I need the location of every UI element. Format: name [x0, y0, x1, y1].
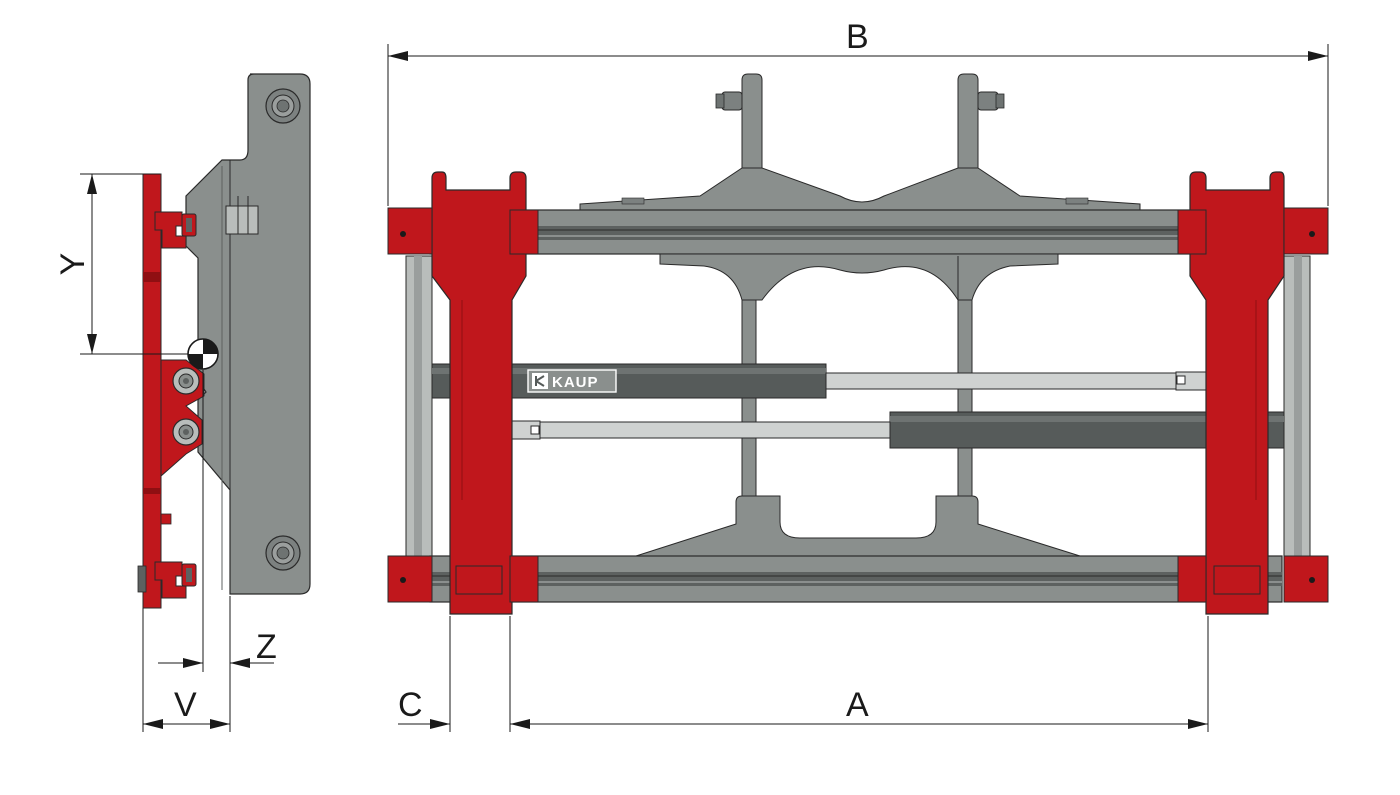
dim-label-c: C: [398, 686, 423, 724]
front-right-fork-carrier: [1177, 171, 1329, 615]
front-view: KAUP: [387, 73, 1329, 615]
dim-label-z: Z: [256, 628, 277, 666]
front-top-gusset: [579, 167, 1141, 213]
brand-name: KAUP: [552, 374, 599, 391]
side-bolt-bottom: [265, 535, 301, 571]
side-pivot-lower: [172, 418, 200, 446]
front-left-fork-carrier: [387, 171, 539, 615]
front-cylinder-lower: [509, 411, 1285, 449]
center-of-gravity-icon: [187, 338, 219, 370]
side-mount-plate: [185, 73, 311, 595]
front-cylinder-upper: KAUP: [431, 363, 1207, 399]
side-pivot-upper: [172, 367, 200, 395]
kaup-logo-icon: KAUP: [527, 369, 617, 393]
dimension-lines: [80, 44, 1329, 732]
side-red-carrier: [142, 173, 162, 609]
dim-label-y: Y: [54, 253, 92, 276]
side-view: [137, 73, 311, 609]
dim-label-a: A: [846, 686, 869, 724]
dim-label-b: B: [846, 18, 869, 56]
dim-label-v: V: [174, 686, 197, 724]
front-mid-saddle: [659, 253, 1059, 302]
side-bolt-top: [265, 88, 301, 124]
side-latch: [225, 205, 259, 235]
front-bottom-gusset: [635, 495, 1081, 557]
